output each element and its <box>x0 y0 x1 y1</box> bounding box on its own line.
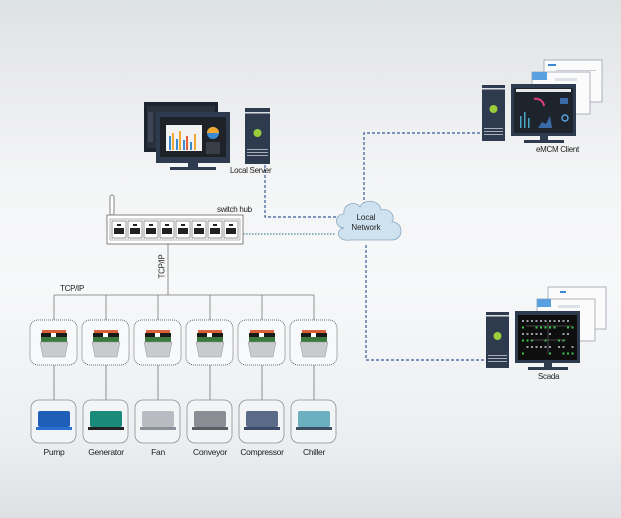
scada-station <box>486 287 606 370</box>
equipment-box <box>135 400 180 443</box>
pump-icon <box>36 411 72 430</box>
equipment-label: Conveyor <box>180 447 240 457</box>
equipment-label: Generator <box>76 447 136 457</box>
antenna <box>110 195 114 215</box>
controller-modules <box>30 320 337 365</box>
compressor-icon <box>244 411 280 430</box>
equipment-box <box>31 400 76 443</box>
local-server-label: Local Server <box>230 166 271 175</box>
hub-port <box>224 221 238 238</box>
equipment-label: Fan <box>128 447 188 457</box>
equipment-box <box>187 400 232 443</box>
local-network-label-line1: Local <box>341 213 391 223</box>
hub-port <box>192 221 206 238</box>
controller-module <box>82 320 129 365</box>
equipment-label: Pump <box>24 447 84 457</box>
local-network-label-line2: Network <box>341 223 391 233</box>
fan-icon <box>140 411 176 430</box>
controller-module <box>186 320 233 365</box>
link-cloud-scada <box>366 245 486 360</box>
local-network-label: Local Network <box>341 213 391 233</box>
generator-icon <box>88 411 124 430</box>
hub-port <box>144 221 158 238</box>
hub-port <box>160 221 174 238</box>
tcpip-vertical-label: TCP/IP <box>157 255 166 279</box>
conveyor-icon <box>192 411 228 430</box>
scada-label: Scada <box>538 372 559 381</box>
hub-port <box>112 221 126 238</box>
switch-hub-label: switch hub <box>217 205 252 214</box>
equipment-box <box>291 400 336 443</box>
emcm-client-label: eMCM Client <box>536 145 579 154</box>
link-server-cloud <box>265 165 340 217</box>
equipment-box <box>83 400 128 443</box>
equipment-label: Compressor <box>232 447 292 457</box>
local-server-tower <box>245 108 270 164</box>
emcm-server-led <box>490 105 498 113</box>
scada-server-led <box>494 332 502 340</box>
chiller-icon <box>296 411 332 430</box>
local-server-monitors <box>144 102 230 170</box>
server-led <box>254 129 262 137</box>
controller-module <box>134 320 181 365</box>
tcpip-horizontal-label: TCP/IP <box>60 284 84 293</box>
emcm-client-station <box>482 60 602 143</box>
controller-module <box>290 320 337 365</box>
controller-module <box>30 320 77 365</box>
switch-hub <box>107 195 243 244</box>
hub-port <box>208 221 222 238</box>
link-cloud-emcm <box>364 133 482 205</box>
controller-module <box>238 320 285 365</box>
equipment-boxes <box>31 400 336 443</box>
equipment-box <box>239 400 284 443</box>
hub-port <box>128 221 142 238</box>
equipment-label: Chiller <box>284 447 344 457</box>
hub-port <box>176 221 190 238</box>
